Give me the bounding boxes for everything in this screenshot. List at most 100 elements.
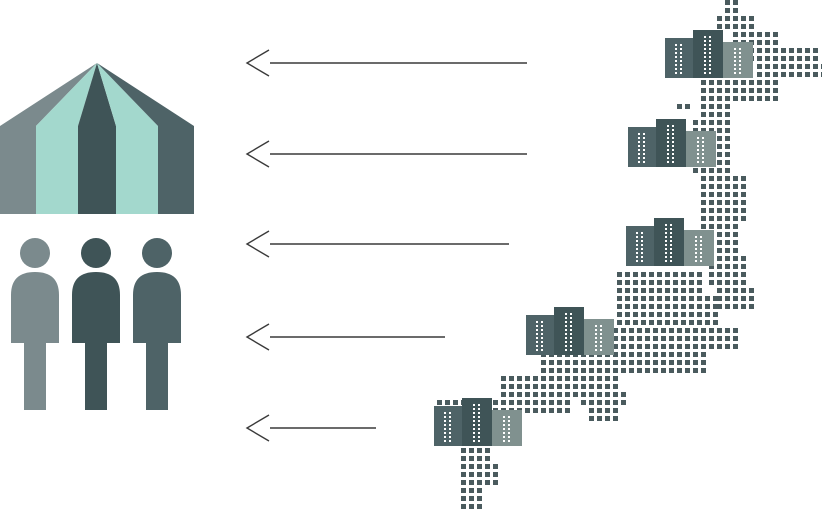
map-dot: [701, 104, 706, 109]
map-dot: [813, 72, 818, 77]
map-dot: [685, 352, 690, 357]
map-dot: [685, 336, 690, 341]
map-dot: [733, 8, 738, 13]
map-dot: [709, 344, 714, 349]
map-dot: [741, 200, 746, 205]
map-dot: [741, 304, 746, 309]
map-dot: [621, 344, 626, 349]
map-dot: [657, 312, 662, 317]
map-dot: [677, 360, 682, 365]
map-dot: [781, 72, 786, 77]
map-dot: [693, 168, 698, 173]
map-dot: [773, 72, 778, 77]
map-dot: [741, 296, 746, 301]
map-dot: [613, 392, 618, 397]
map-dot: [701, 224, 706, 229]
map-dot: [733, 192, 738, 197]
map-dot: [693, 344, 698, 349]
map-dot: [633, 320, 638, 325]
map-dot: [733, 208, 738, 213]
map-dot: [549, 360, 554, 365]
map-dot: [549, 408, 554, 413]
map-dot: [765, 72, 770, 77]
map-dot: [697, 280, 702, 285]
map-dot: [701, 184, 706, 189]
map-dot: [557, 368, 562, 373]
map-dot: [613, 344, 618, 349]
map-dot: [509, 376, 514, 381]
map-dot: [733, 248, 738, 253]
map-dot: [757, 80, 762, 85]
map-dot: [621, 352, 626, 357]
map-dot: [633, 304, 638, 309]
map-dot: [557, 408, 562, 413]
map-dot: [717, 152, 722, 157]
map-dot: [725, 336, 730, 341]
map-dot: [581, 368, 586, 373]
map-dot: [725, 216, 730, 221]
map-dot: [789, 48, 794, 53]
map-dot: [685, 368, 690, 373]
map-dot: [733, 88, 738, 93]
map-dot: [701, 344, 706, 349]
map-dot: [765, 32, 770, 37]
map-dot: [689, 320, 694, 325]
map-dot: [589, 368, 594, 373]
map-dot: [677, 328, 682, 333]
map-dot: [701, 368, 706, 373]
map-dot: [797, 72, 802, 77]
map-dot: [693, 128, 698, 133]
map-dot: [573, 368, 578, 373]
map-dot: [681, 304, 686, 309]
map-dot: [717, 296, 722, 301]
map-dot: [709, 208, 714, 213]
map-dot: [581, 384, 586, 389]
map-dot: [701, 96, 706, 101]
map-dot: [629, 328, 634, 333]
map-dot: [649, 272, 654, 277]
map-dot: [461, 472, 466, 477]
map-dot: [681, 296, 686, 301]
map-dot: [733, 304, 738, 309]
map-dot: [797, 48, 802, 53]
map-dot: [689, 312, 694, 317]
map-dot: [501, 400, 506, 405]
map-dot: [605, 376, 610, 381]
map-dot: [733, 288, 738, 293]
map-dot: [749, 16, 754, 21]
map-dot: [621, 360, 626, 365]
map-dot: [657, 296, 662, 301]
map-dot: [725, 232, 730, 237]
map-dot: [605, 368, 610, 373]
map-dot: [689, 280, 694, 285]
map-dot: [597, 400, 602, 405]
map-dot: [733, 32, 738, 37]
map-dot: [741, 288, 746, 293]
map-dot: [477, 496, 482, 501]
map-dot: [541, 392, 546, 397]
map-dot: [725, 80, 730, 85]
map-dot: [709, 328, 714, 333]
map-dot: [725, 208, 730, 213]
map-dot: [633, 288, 638, 293]
map-dot: [637, 344, 642, 349]
map-dot: [725, 136, 730, 141]
map-dot: [689, 296, 694, 301]
map-dot: [797, 56, 802, 61]
map-dot: [781, 64, 786, 69]
map-dot: [701, 328, 706, 333]
map-dot: [629, 352, 634, 357]
map-dot: [669, 344, 674, 349]
map-dot: [733, 296, 738, 301]
map-dot: [617, 312, 622, 317]
map-dot: [717, 176, 722, 181]
map-dot: [757, 64, 762, 69]
map-dot: [709, 96, 714, 101]
map-dot: [597, 360, 602, 365]
map-dot: [469, 456, 474, 461]
map-dot: [657, 280, 662, 285]
tower: [584, 319, 614, 355]
map-dot: [661, 336, 666, 341]
map-dot: [725, 272, 730, 277]
map-dot: [673, 296, 678, 301]
